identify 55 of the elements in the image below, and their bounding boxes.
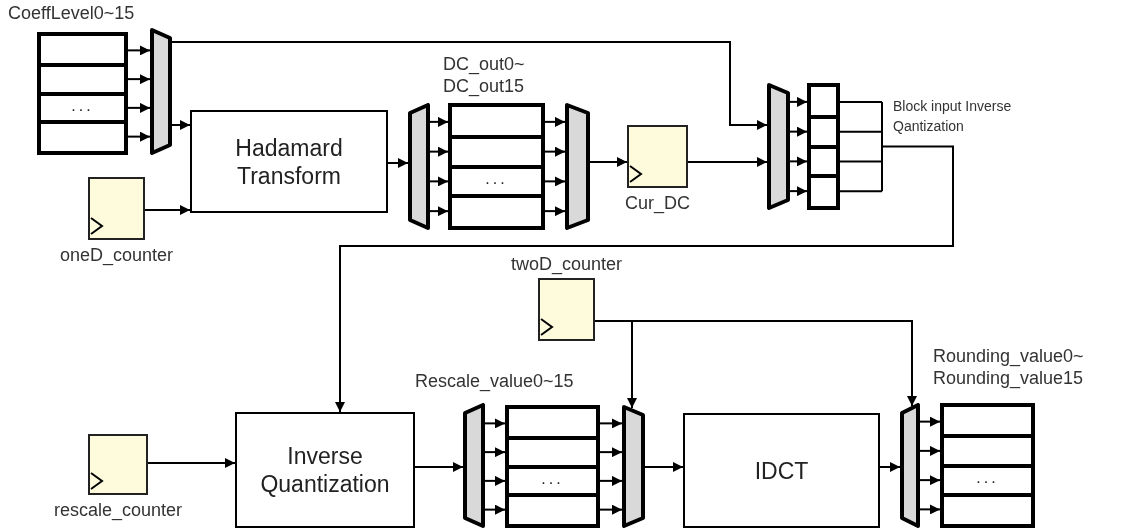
counter-label: oneD_counter <box>58 244 175 266</box>
bank-label: Rescale_value0~15 <box>415 370 575 392</box>
arrow <box>144 205 191 215</box>
bank-label: Rounding_value0~ Rounding_value15 <box>933 345 1085 389</box>
arrow <box>127 131 151 142</box>
counter-label: Cur_DC <box>624 192 691 214</box>
arrow <box>484 418 506 429</box>
arrow <box>171 41 768 130</box>
arrow <box>589 157 628 167</box>
ellipsis-text: ... <box>484 171 509 188</box>
ellipsis-text: ... <box>70 97 95 114</box>
arrow <box>789 156 808 167</box>
counter-label: rescale_counter <box>52 499 184 521</box>
arrow <box>599 447 623 458</box>
ellipsis-text: ... <box>540 470 565 487</box>
arrow <box>429 116 449 127</box>
arrow <box>414 462 464 472</box>
bank-label: Block input Inverse Qantization <box>893 97 1013 136</box>
arrow <box>919 504 941 515</box>
arrow <box>879 462 901 472</box>
arrow <box>644 462 684 472</box>
ellipsis-text: ... <box>975 470 1000 487</box>
arrow <box>544 116 566 127</box>
arrow <box>387 158 409 168</box>
arrow <box>789 96 808 107</box>
arrow <box>919 475 941 486</box>
bank-label: CoeffLevel0~15 <box>8 2 136 24</box>
arrow <box>127 45 151 56</box>
arrow <box>544 206 566 217</box>
arrow <box>599 475 623 486</box>
counter-label: twoD_counter <box>509 253 624 275</box>
arrow <box>687 157 768 167</box>
arrow <box>544 176 566 187</box>
block-label: IDCT <box>754 456 809 485</box>
arrow <box>919 445 941 456</box>
arrow <box>789 186 808 197</box>
arrow <box>544 146 566 157</box>
block-label: Inverse Quantization <box>259 442 391 498</box>
arrow <box>147 458 236 468</box>
block-label: Hadamard Transform <box>234 133 344 190</box>
arrow <box>171 120 191 130</box>
arrow <box>127 74 151 85</box>
arrow <box>789 126 808 137</box>
arrow <box>429 146 449 157</box>
arrow <box>484 504 506 515</box>
arrow <box>599 418 623 429</box>
arrow <box>429 176 449 187</box>
arrow <box>599 504 623 515</box>
arrow <box>484 447 506 458</box>
arrow <box>127 102 151 113</box>
arrow <box>335 100 954 413</box>
arrow <box>429 206 449 217</box>
arrow <box>919 416 941 427</box>
arrow <box>484 475 506 486</box>
bank-label: DC_out0~ DC_out15 <box>443 53 526 97</box>
